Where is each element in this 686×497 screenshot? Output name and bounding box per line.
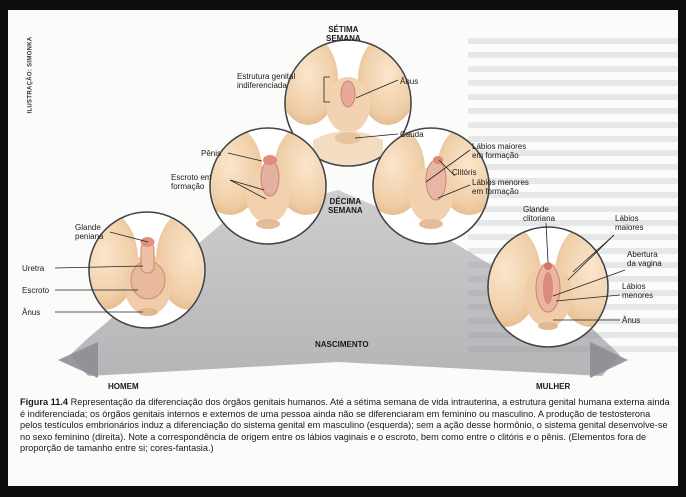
label-tail: Cauda [400, 130, 424, 139]
label-male: HOMEM [108, 382, 139, 391]
label-clitoris: Clitóris [452, 168, 476, 177]
label-labia-minor: Lábios menores [622, 282, 653, 300]
label-vaginal-opening: Abertura da vagina [627, 250, 662, 268]
caption-figure-number: Figura 11.4 [20, 397, 68, 407]
label-birth: NASCIMENTO [315, 340, 369, 349]
label-labia-major-forming: Lábios maiores em formação [472, 142, 526, 160]
label-labia-minor-forming: Lábios menores em formação [472, 178, 529, 196]
label-anus-male: Ânus [22, 308, 40, 317]
caption-text: Representação da diferenciação dos órgão… [20, 397, 670, 453]
label-female: MULHER [536, 382, 570, 391]
label-labia-major: Lábios maiores [615, 214, 643, 232]
label-glans-penis: Glande peniana [75, 223, 103, 241]
label-glans-clitoris: Glande clitoriana [523, 205, 555, 223]
label-anus-seventh: Ânus [400, 77, 418, 86]
label-scrotum-forming: Escroto em formação [171, 173, 211, 191]
label-urethra: Uretra [22, 264, 44, 273]
label-scrotum: Escroto [22, 286, 49, 295]
label-penis: Pênis [201, 149, 221, 158]
figure-caption: Figura 11.4 Representação da diferenciaç… [20, 397, 670, 455]
label-seventh-week: SÉTIMA SEMANA [326, 25, 361, 43]
label-anus-female: Ânus [622, 316, 640, 325]
textbook-page: ILUSTRAÇÃO: SIMONKA [8, 10, 678, 486]
label-undifferentiated-structure: Estrutura genital indiferenciada [237, 72, 295, 90]
label-tenth-week: DÉCIMA SEMANA [328, 197, 363, 215]
